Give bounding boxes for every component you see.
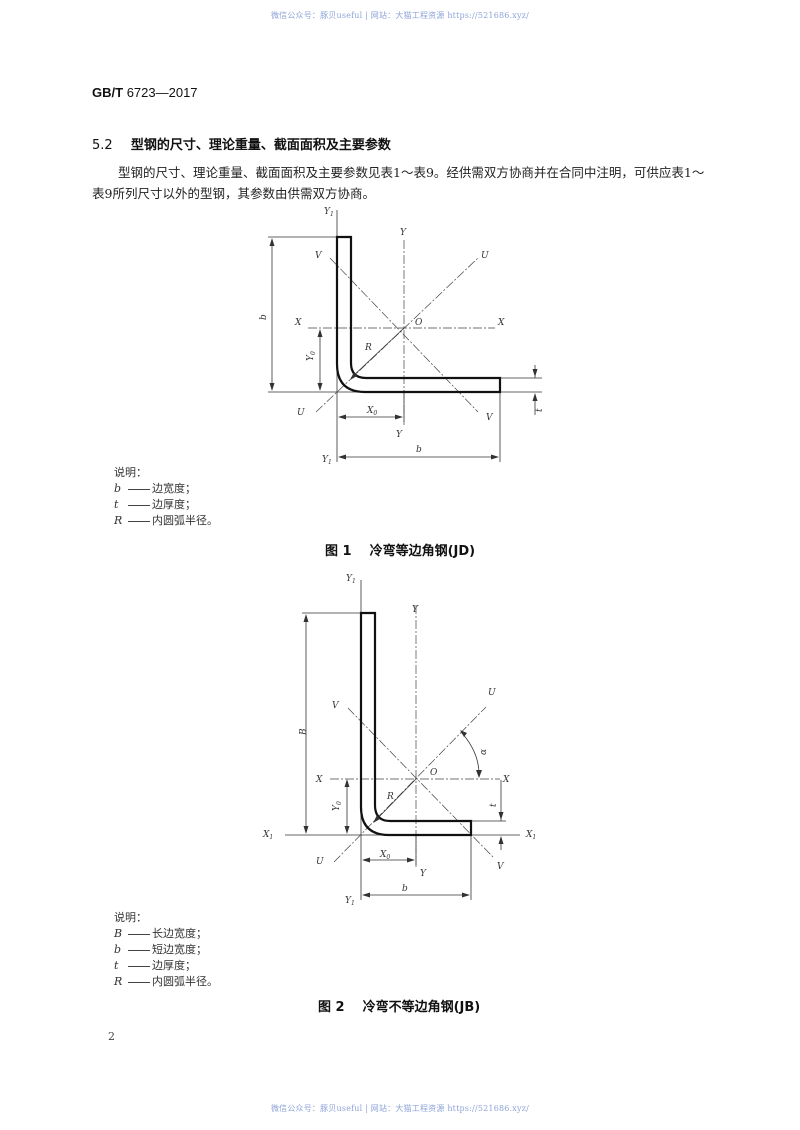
fig2-label-v-bottom: V	[497, 862, 505, 872]
fig2-label-y0: Y0	[332, 801, 343, 811]
section-heading: 5.2 型钢的尺寸、理论重量、截面面积及主要参数	[92, 134, 391, 153]
legend-title: 说明：	[114, 911, 147, 924]
fig1-label-u-bottom: U	[297, 408, 305, 418]
body-paragraph: 型钢的尺寸、理论重量、截面面积及主要参数见表1～表9。经供需双方协商并在合同中注…	[92, 165, 705, 201]
fig2-label-y1-bottom: Y1	[345, 896, 355, 907]
fig2-label-y-top: Y	[412, 605, 419, 615]
fig2-label-x-left: X	[315, 775, 323, 785]
standard-code: GB/T 6723—2017	[92, 85, 198, 100]
fig1-label-y1-top: Y1	[324, 207, 334, 218]
fig1-label-r: R	[364, 343, 372, 353]
fig2-label-x0: X0	[379, 850, 390, 861]
fig2-label-y1-top: Y1	[346, 574, 356, 585]
section-title: 型钢的尺寸、理论重量、截面面积及主要参数	[130, 138, 391, 153]
fig1-label-u-top: U	[481, 251, 489, 261]
fig2-label-y-bottom: Y	[420, 869, 427, 879]
fig1-label-y-bottom: Y	[396, 430, 403, 440]
fig2-label-alpha: α	[479, 749, 489, 755]
fig1-label-y0: Y0	[306, 351, 317, 361]
fig2-label-u-top: U	[488, 688, 496, 698]
fig2-label-x1-right: X1	[525, 830, 536, 841]
fig1-label-b-bottom: b	[416, 445, 422, 455]
figure-2-diagram: Y1 Y U V B α X X O R Y0 t X1 X1 X0 U V Y…	[250, 565, 550, 910]
fig1-label-t: t	[535, 408, 545, 412]
fig1-label-o: O	[415, 318, 423, 328]
fig1-label-x-right: X	[497, 318, 505, 328]
fig1-label-v-bottom: V	[486, 413, 494, 423]
fig1-label-y1-bottom: Y1	[322, 455, 332, 466]
page-number: 2	[108, 1030, 115, 1043]
fig1-label-v-top: V	[315, 251, 323, 261]
standard-number: 6723—2017	[126, 85, 198, 100]
legend-title: 说明：	[114, 466, 147, 479]
fig2-label-x-right: X	[502, 775, 510, 785]
fig1-label-x0: X0	[366, 406, 377, 417]
fig2-label-b: b	[402, 884, 408, 894]
fig1-label-b-left: b	[259, 314, 269, 320]
watermark-bottom: 微信公众号：豚贝useful | 网站：大猫工程资源 https://52168…	[270, 1104, 530, 1113]
standard-prefix: GB/T	[92, 85, 124, 100]
fig2-label-x1-left: X1	[262, 830, 273, 841]
fig2-label-u-bottom: U	[316, 857, 324, 867]
fig2-label-B: B	[299, 728, 309, 736]
fig1-label-y-top: Y	[400, 228, 407, 238]
section-number: 5.2	[92, 138, 113, 153]
fig2-label-r: R	[386, 792, 394, 802]
watermark-top: 微信公众号：豚贝useful | 网站：大猫工程资源 https://52168…	[270, 11, 530, 20]
figure-1-diagram: Y1 Y V U X X O R b Y0 U X0 V Y b Y1 t	[250, 200, 550, 470]
fig1-label-x-left: X	[294, 318, 302, 328]
fig2-label-v-top: V	[332, 701, 340, 711]
fig2-label-t: t	[489, 803, 499, 807]
fig2-label-o: O	[430, 768, 438, 778]
